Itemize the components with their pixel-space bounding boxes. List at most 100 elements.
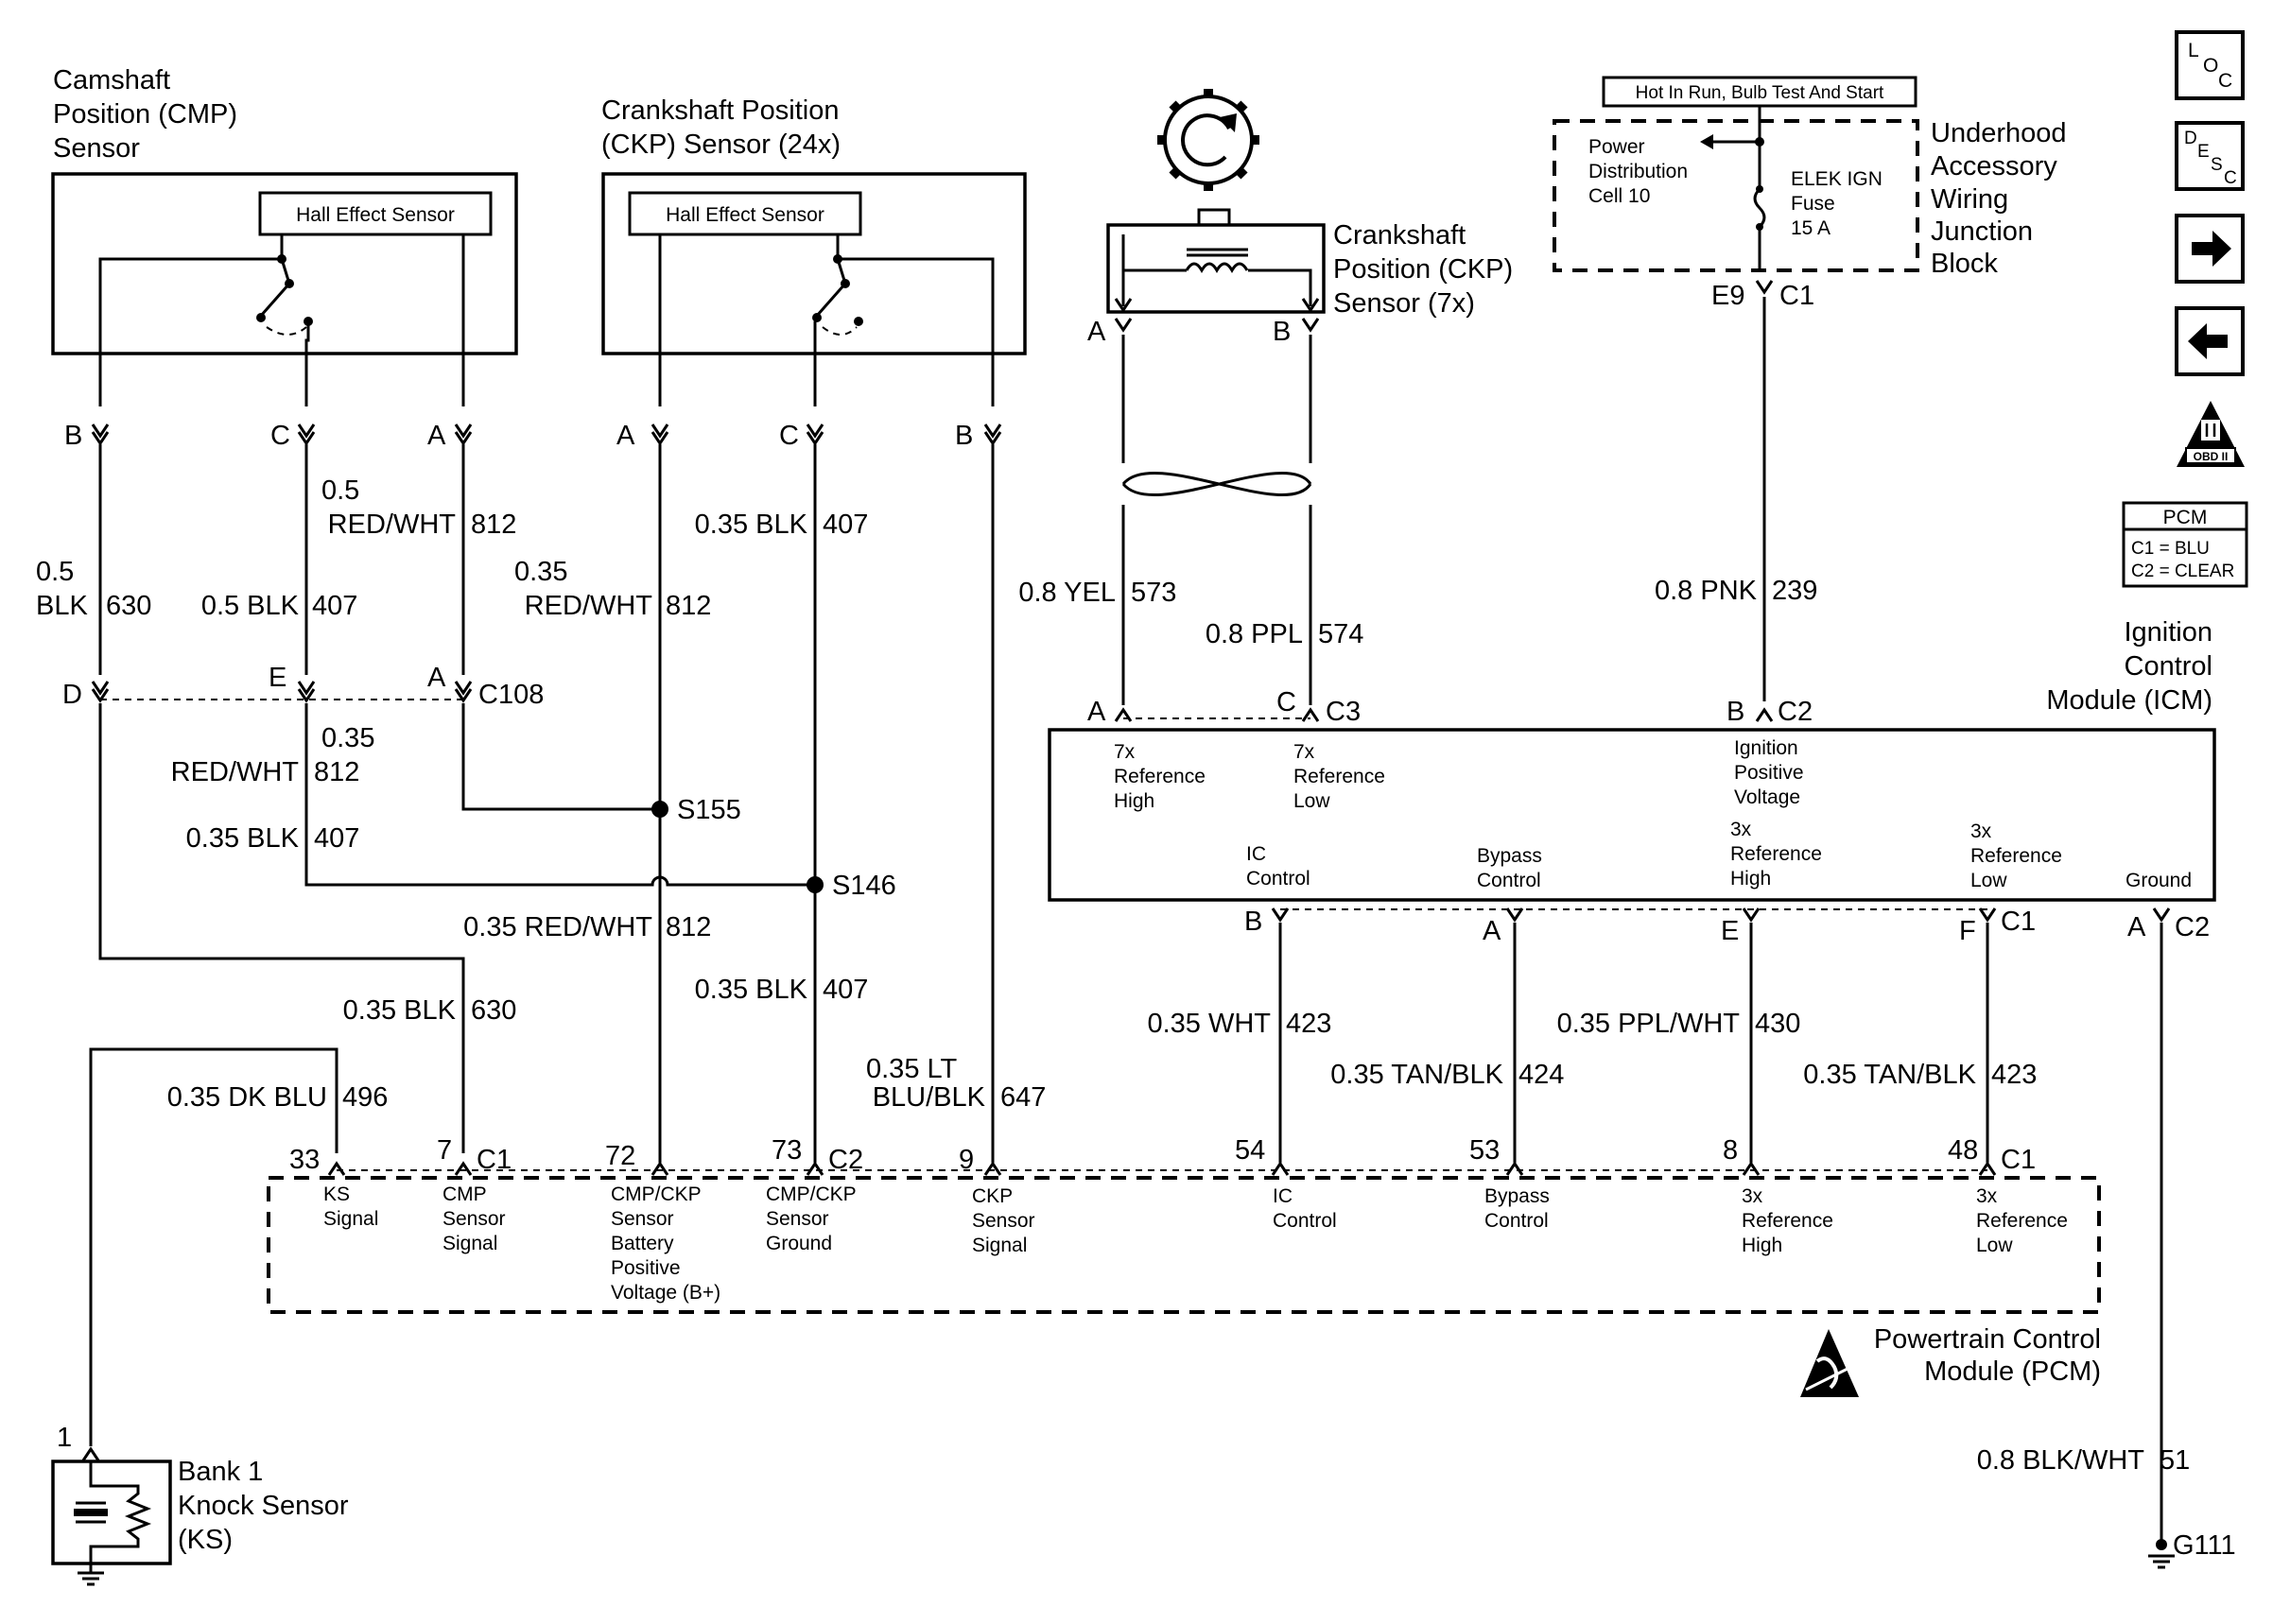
pcm-legend: PCM C1 = BLU C2 = CLEAR — [2122, 501, 2248, 588]
icm-bot-4-2: Reference — [1970, 845, 2062, 867]
wire-pplwht-2: 430 — [1755, 1009, 1800, 1039]
jb-title-4: Junction — [1931, 216, 2033, 247]
desc-button[interactable]: D E S C — [2175, 121, 2245, 191]
wire-ckpsig-1: 0.35 LT — [866, 1054, 957, 1084]
wire-c108blk-2: 407 — [314, 823, 359, 854]
right-wire-labels: 0.8 YEL 573 0.8 PPL 574 0.8 PNK 239 0.35… — [1018, 576, 2190, 1476]
legend-title: PCM — [2163, 507, 2208, 528]
wire-cmpa-1: 0.5 — [321, 475, 359, 506]
ckp24-title-2: (CKP) Sensor (24x) — [601, 130, 841, 160]
icm-title-3: Module (ICM) — [2046, 685, 2212, 716]
pcm-pin-9: 9 — [959, 1145, 974, 1175]
pcm-lbl-0-0: KS — [323, 1183, 350, 1205]
ckp24-pin-b: B — [955, 421, 973, 451]
icm-bot-2-2: Control — [1477, 870, 1541, 891]
ignition-control-module: Ignition Control Module (ICM) A C C3 B C… — [1048, 617, 2216, 1541]
cmp-pin-c: C — [270, 421, 290, 451]
wire-ppl-1: 0.8 PPL — [1206, 619, 1303, 649]
icm-c1-label: C1 — [2001, 907, 2036, 937]
icm-c3-label: C3 — [1326, 697, 1361, 727]
wire-ks-2: 496 — [342, 1082, 388, 1113]
wire-s146-2: 407 — [823, 975, 868, 1005]
ckp7-pin-a: A — [1087, 317, 1106, 347]
wire-tan423-2: 423 — [1991, 1060, 2037, 1090]
left-wiring: D E A C108 S155 S146 — [62, 444, 995, 1446]
ckp24-switch — [815, 258, 847, 317]
wire-blkwht-1: 0.8 BLK/WHT — [1977, 1445, 2145, 1476]
cmp-wire-c — [304, 321, 310, 406]
arrow-left-icon — [2188, 323, 2228, 359]
icm-bot-5-1: Ground — [2126, 870, 2192, 891]
icm-c1-pin-a: A — [1483, 916, 1501, 946]
pcm-title-2: Module (PCM) — [1924, 1356, 2101, 1387]
pcm-lbl-2-0: CMP/CKP — [611, 1183, 702, 1205]
icm-c2-label: C2 — [1778, 697, 1813, 727]
legend-line-2: C2 = CLEAR — [2131, 561, 2234, 581]
wire-ckpc-2: 407 — [823, 510, 868, 540]
icm-bot-3-3: High — [1730, 868, 1771, 890]
wire-pplwht-1: 0.35 PPL/WHT — [1557, 1009, 1741, 1039]
cmp-switch-arc — [266, 326, 307, 336]
pcm-lbl-1-1: Sensor — [442, 1208, 506, 1230]
icm-c1-pin-e: E — [1721, 916, 1739, 946]
icm-top-1-1: 7x — [1114, 741, 1136, 763]
wire-yel-2: 573 — [1131, 578, 1176, 608]
c108-pin-d: D — [62, 680, 82, 710]
power-cell-1: Power — [1588, 136, 1645, 158]
pcm-lbl-2-2: Battery — [611, 1233, 674, 1254]
wire-wht-2: 423 — [1286, 1009, 1331, 1039]
icm-box — [1048, 728, 2216, 902]
c108-label: C108 — [478, 680, 544, 710]
splice-s146 — [807, 876, 824, 893]
desc-c: C — [2224, 168, 2237, 188]
pcm-lbl-4-0: CKP — [972, 1185, 1013, 1207]
cmp-pin-b: B — [64, 421, 82, 451]
loc-l: L — [2188, 40, 2199, 61]
cmp-pin-a: A — [427, 421, 446, 451]
jb-connector: C1 — [1779, 281, 1814, 311]
pcm-pin-33: 33 — [289, 1145, 320, 1175]
c108-pin-e: E — [269, 663, 286, 693]
fuse-icon — [1753, 187, 1766, 229]
crank-reluctor-icon — [1157, 89, 1259, 191]
wire-ckpsig-3: 647 — [1000, 1082, 1046, 1113]
icm-c3-pin-c: C — [1276, 687, 1296, 717]
pcm-title-1: Powertrain Control — [1874, 1324, 2101, 1355]
ckp-24x-sensor: Crankshaft Position (CKP) Sensor (24x) H… — [601, 95, 1027, 451]
ckp24-switch-arc — [822, 326, 858, 336]
wire-tan424-1: 0.35 TAN/BLK — [1330, 1060, 1503, 1090]
ks-title-2: Knock Sensor — [178, 1491, 349, 1521]
pcm-lbl-0-1: Signal — [323, 1208, 378, 1230]
pcm-lbl-4-1: Sensor — [972, 1210, 1035, 1232]
forward-button[interactable] — [2175, 214, 2245, 284]
wire-cmpb-1: 0.5 — [36, 557, 74, 587]
wire-c108e-3: 812 — [314, 757, 359, 787]
wire-s155-2: 812 — [666, 912, 711, 942]
pcm-lbl-7-1: Reference — [1742, 1210, 1833, 1232]
cmp-title-2: Position (CMP) — [53, 99, 237, 130]
wire-s155-1: 0.35 RED/WHT — [463, 912, 652, 942]
obd-button[interactable]: OBD II — [2177, 401, 2245, 467]
back-button[interactable] — [2175, 306, 2245, 376]
pcm-lbl-3-2: Ground — [766, 1233, 832, 1254]
pcm-lbl-4-2: Signal — [972, 1235, 1027, 1256]
loc-o: O — [2203, 55, 2218, 77]
icm-top-3-3: Voltage — [1734, 786, 1800, 808]
loc-button[interactable]: L O C — [2175, 30, 2245, 100]
wire-cmpa-2: RED/WHT — [328, 510, 457, 540]
wire-yel-1: 0.8 YEL — [1018, 578, 1116, 608]
splice-s146-label: S146 — [832, 871, 896, 901]
ckp7-title-2: Position (CKP) — [1333, 254, 1513, 285]
icm-bot-2-1: Bypass — [1477, 845, 1542, 867]
wire-ckpa-1: 0.35 — [514, 557, 567, 587]
jb-title-2: Accessory — [1931, 151, 2057, 181]
ks-box — [51, 1460, 172, 1565]
splice-s155 — [651, 801, 668, 818]
icm-top-3-2: Positive — [1734, 762, 1804, 784]
icm-top-2-2: Reference — [1293, 766, 1385, 787]
icm-c3-pin-a: A — [1087, 697, 1106, 727]
icm-bot-1-1: IC — [1246, 843, 1266, 865]
wire-ckpc-1: 0.35 BLK — [695, 510, 808, 540]
jb-title-1: Underhood — [1931, 118, 2067, 148]
twisted-pair-icon — [1121, 472, 1312, 496]
